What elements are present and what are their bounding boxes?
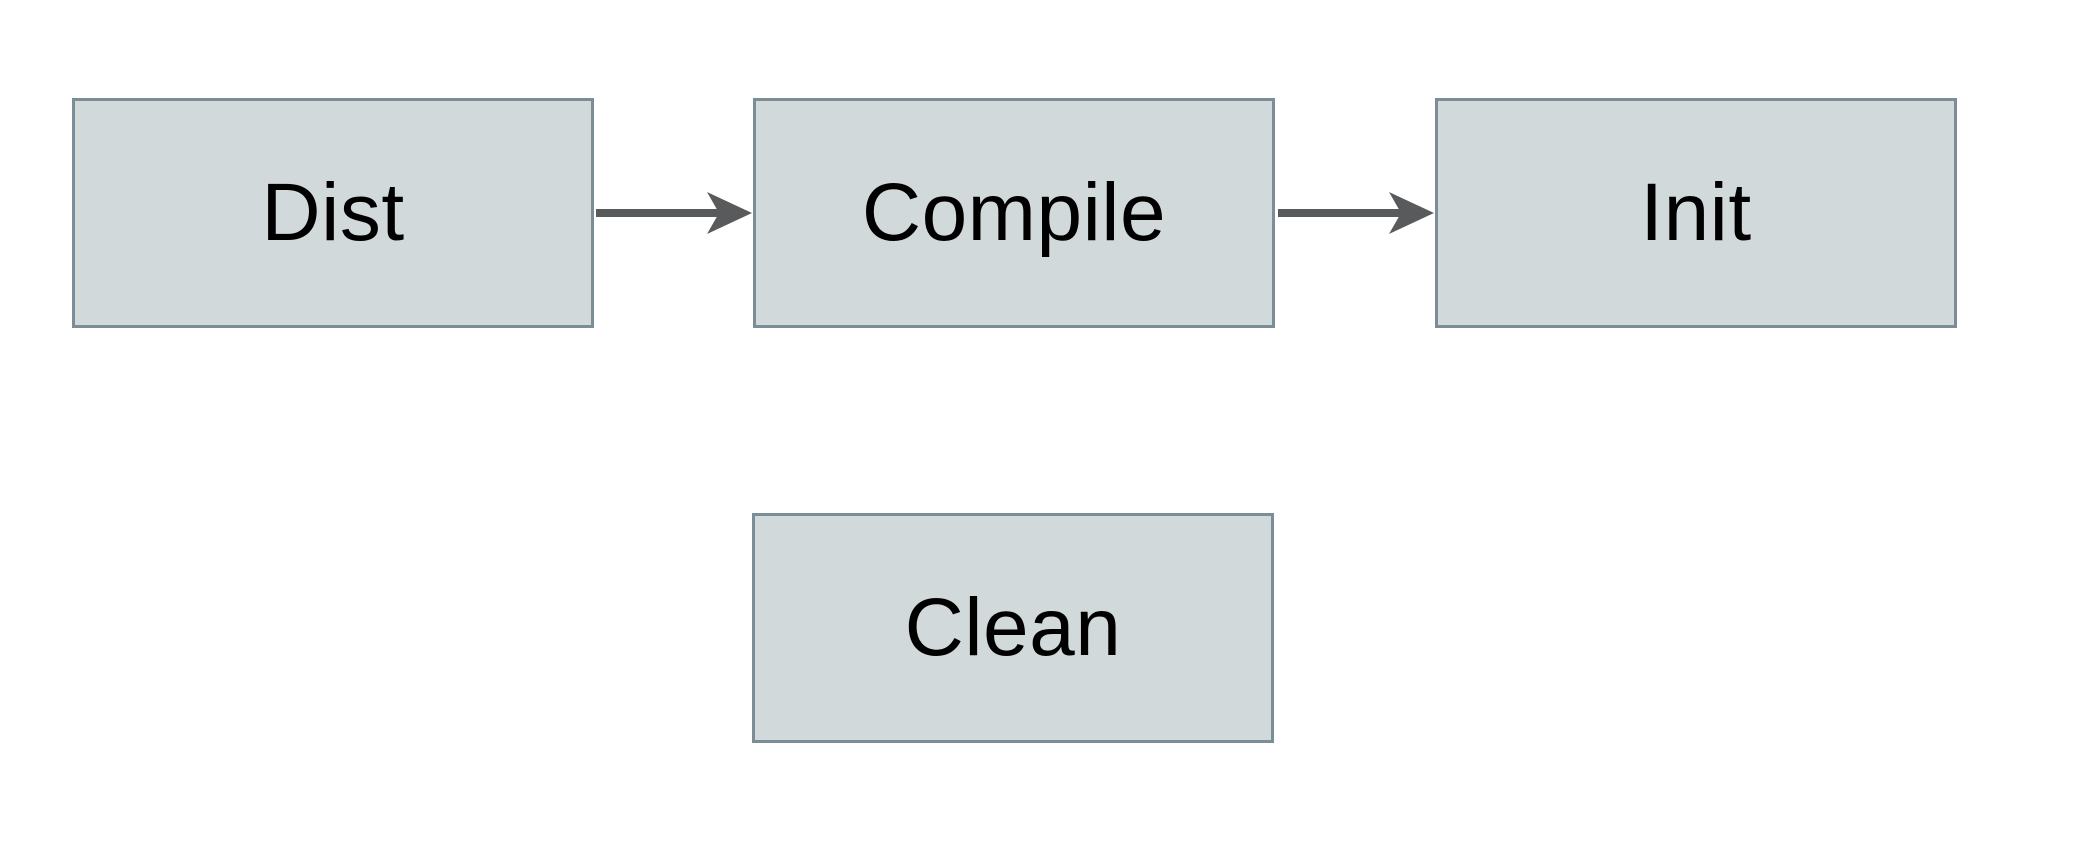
node-compile[interactable]: Compile	[753, 98, 1275, 328]
node-init-label: Init	[1640, 167, 1752, 258]
node-compile-label: Compile	[861, 167, 1167, 258]
node-clean[interactable]: Clean	[752, 513, 1274, 743]
edge-arrowhead	[1389, 192, 1434, 234]
node-dist[interactable]: Dist	[72, 98, 594, 328]
edge-arrowhead	[707, 192, 752, 234]
node-clean-label: Clean	[904, 582, 1122, 673]
edge-compile-to-init[interactable]	[1278, 192, 1434, 234]
node-dist-label: Dist	[261, 167, 405, 258]
node-init[interactable]: Init	[1435, 98, 1957, 328]
edge-dist-to-compile[interactable]	[596, 192, 752, 234]
